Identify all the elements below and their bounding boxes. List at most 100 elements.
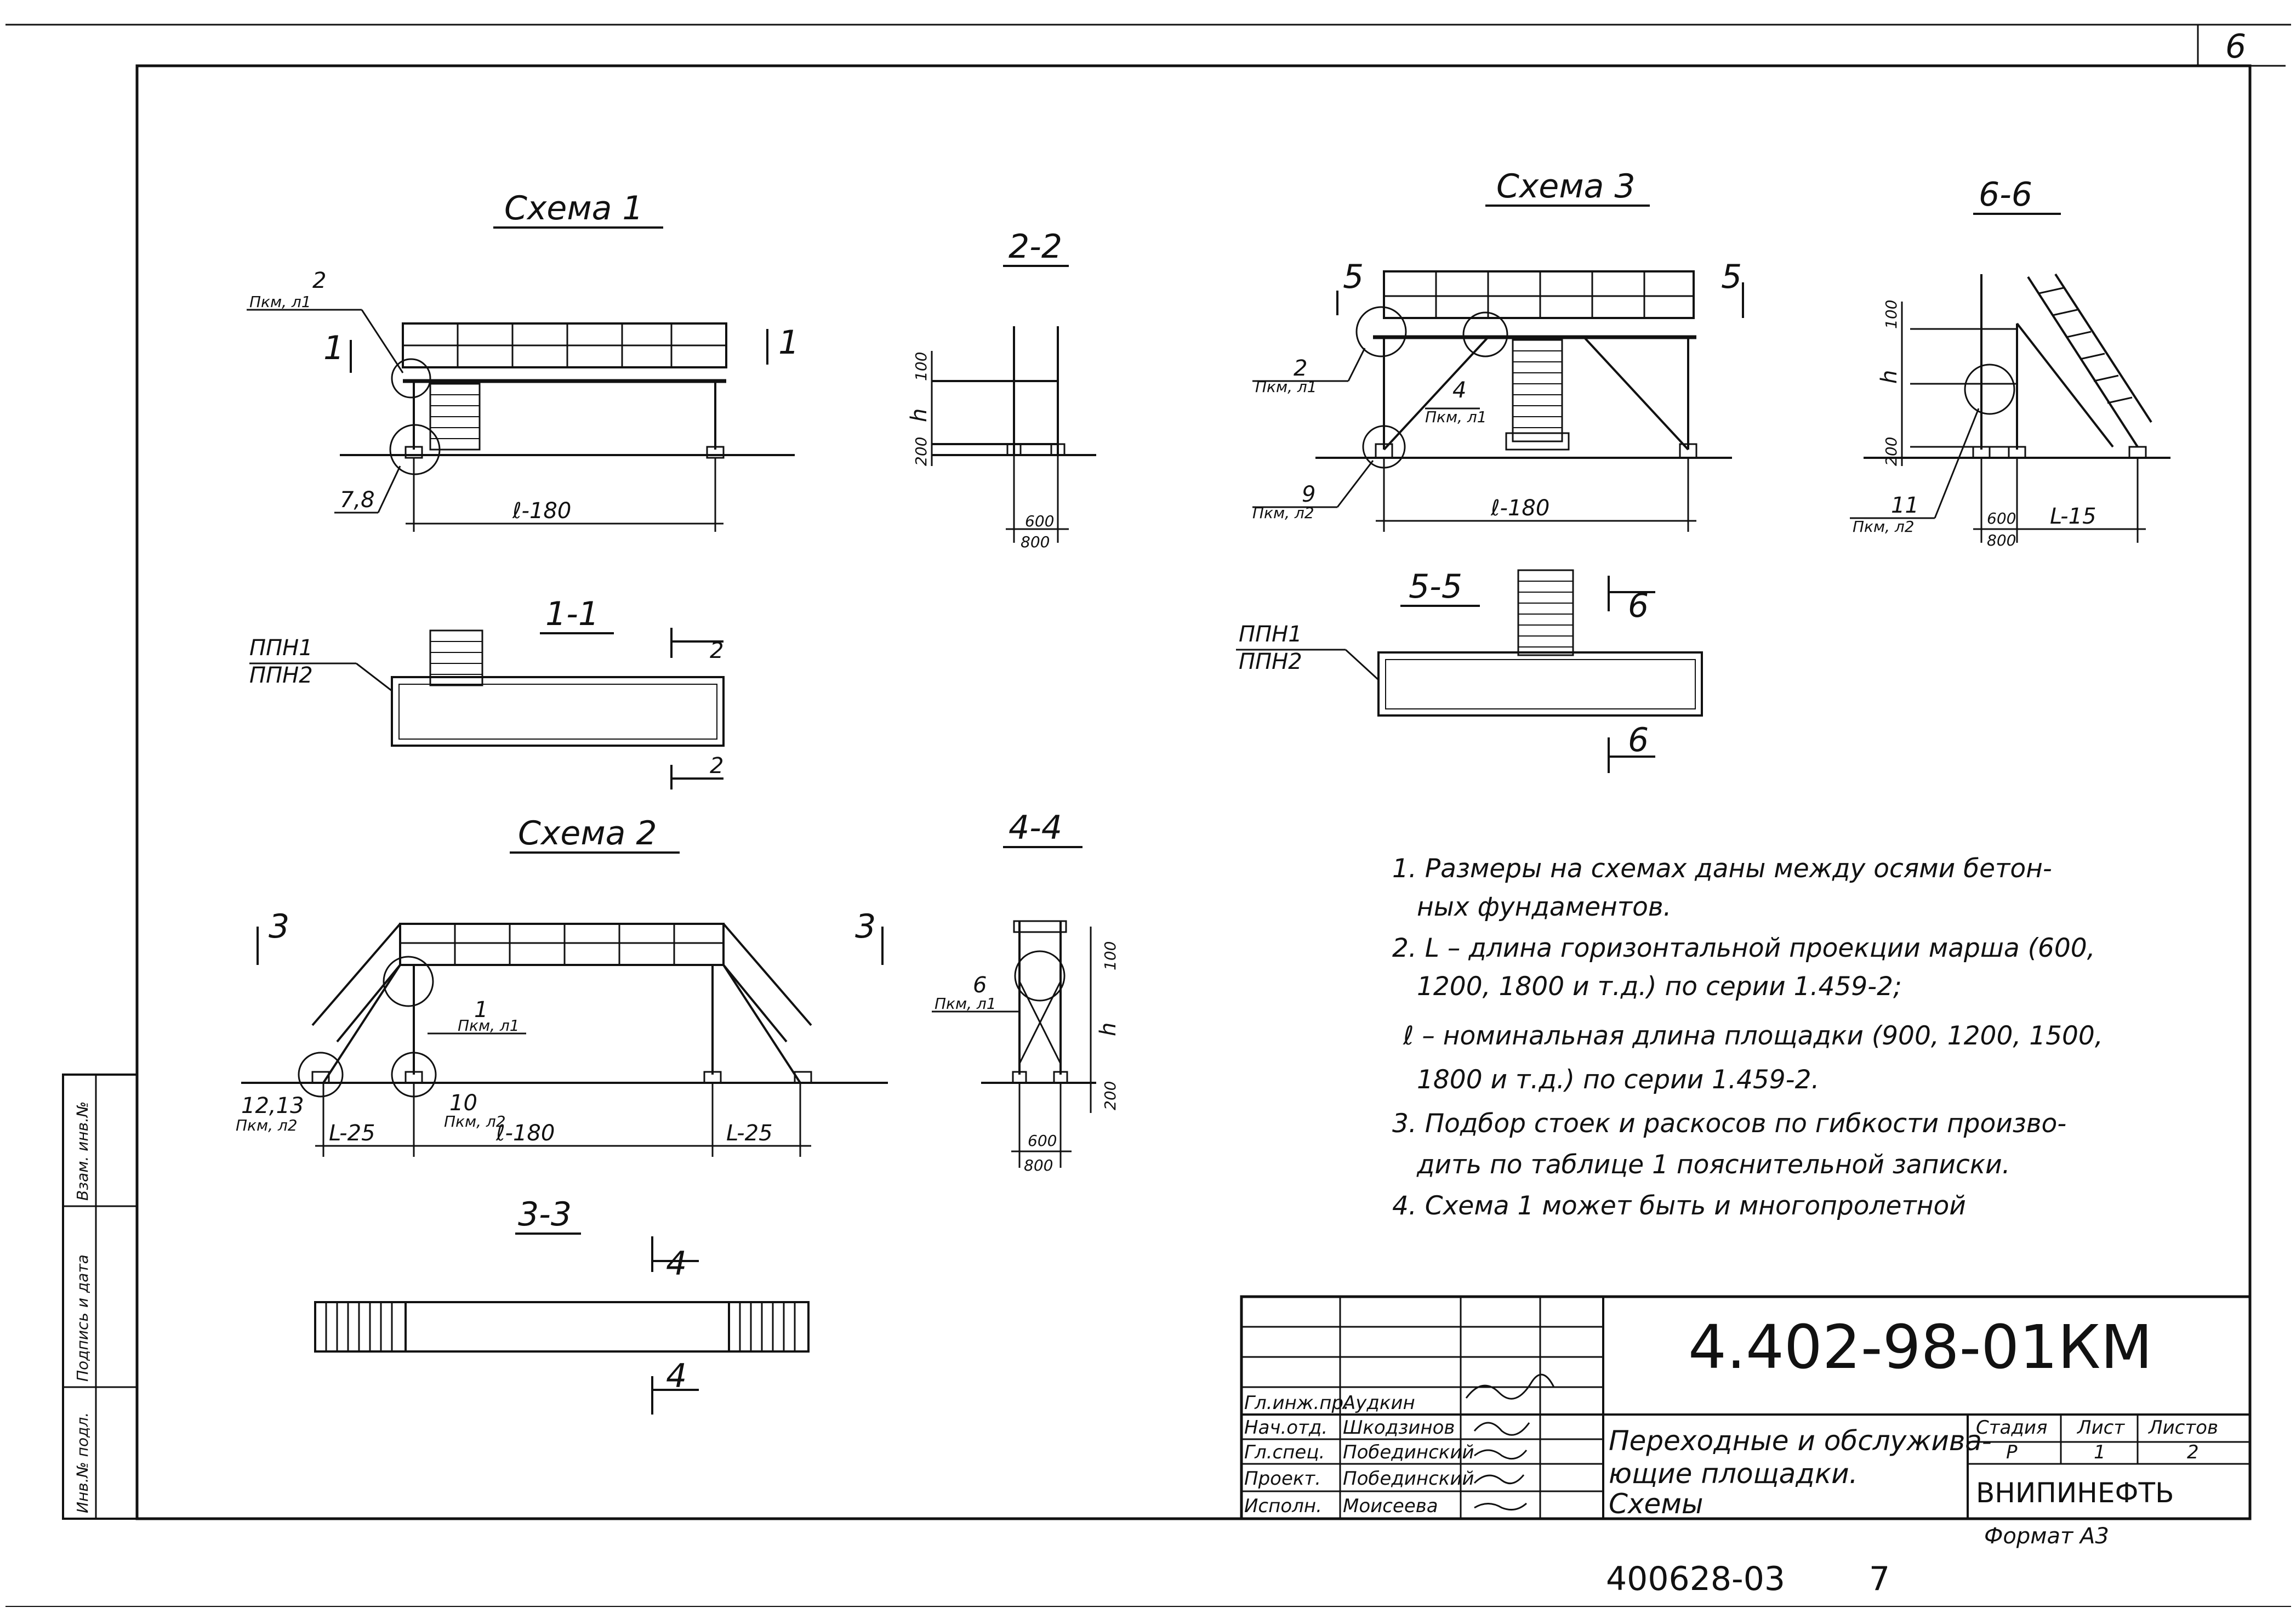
archive-number: 400628-03	[1606, 1560, 1785, 1598]
s1-dim-l180: ℓ-180	[512, 498, 571, 524]
note-line-8: дить по таблице 1 пояснительной записки.	[1416, 1150, 2010, 1180]
section-2-2-title: 2-2	[1009, 228, 1062, 266]
role-1: Гл.инж.пр.	[1244, 1392, 1349, 1414]
s2-cut-3-right: 3	[855, 907, 876, 946]
s2-ref-10-sheet: Пкм, л2	[444, 1112, 506, 1131]
s55-ppn1: ППН1	[1239, 622, 1302, 647]
s33-cut-4-bottom: 4	[666, 1357, 687, 1395]
s11-ppn2: ППН2	[249, 663, 313, 688]
person-1: Аудкин	[1342, 1392, 1415, 1414]
s2-ref-1213-sheet: Пкм, л2	[236, 1116, 298, 1134]
section-4-4: 4-4 6 Пкм, л1 100 h 200 600 800	[932, 809, 1121, 1174]
sheet-frame	[135, 64, 2252, 1520]
s44-ref-6-sheet: Пкм, л1	[935, 995, 996, 1013]
s1-ref-2-sheet: Пкм, л1	[249, 293, 311, 311]
s66-dim-h: h	[1877, 370, 1902, 384]
title-line-2: ющие площадки.	[1609, 1458, 1858, 1490]
s44-dim-800: 800	[1024, 1156, 1053, 1174]
role-3: Гл.спец.	[1244, 1441, 1325, 1463]
stage-header: Стадия	[1976, 1417, 2047, 1439]
s66-dim-800: 800	[1987, 531, 2016, 549]
note-line-4: 1200, 1800 и т.д.) по серии 1.459-2;	[1417, 972, 1902, 1002]
note-line-3: 2. L – длина горизонтальной проекции мар…	[1392, 933, 2095, 963]
s2-cut-3-left: 3	[269, 907, 289, 946]
s11-ppn1: ППН1	[249, 635, 313, 661]
s2-dim-l25-left: L-25	[329, 1121, 375, 1146]
s3-ref-4-sheet: Пкм, л1	[1425, 408, 1487, 426]
section-4-4-title: 4-4	[1009, 809, 1062, 847]
section-1-1-title: 1-1	[545, 595, 599, 633]
s44-dim-600: 600	[1028, 1132, 1057, 1150]
role-4: Проект.	[1244, 1468, 1321, 1490]
person-2: Шкодзинов	[1343, 1417, 1455, 1439]
paper-format: Формат А3	[1984, 1524, 2109, 1549]
s55-ppn2: ППН2	[1239, 649, 1302, 674]
scheme-3-title: Схема 3	[1496, 167, 1636, 206]
section-6-6: 6-6 100 h 200 11 Пкм, л2 600 800	[1850, 175, 2170, 549]
s3-cut-5-right: 5	[1721, 258, 1742, 296]
s55-cut-6-top: 6	[1628, 587, 1649, 625]
s55-cut-6-bottom: 6	[1628, 721, 1649, 759]
section-2-2: 2-2 100 h 200 600 800	[907, 228, 1096, 551]
scheme-1-title: Схема 1	[504, 189, 643, 228]
signature-4	[1473, 1474, 1525, 1485]
s2-dim-l25-right: L-25	[726, 1121, 773, 1146]
stamp-replace: Взам. инв.№	[73, 1101, 92, 1201]
note-line-1: 1. Размеры на схемах даны между осями бе…	[1392, 854, 2052, 884]
s2-ref-10: 10	[449, 1091, 477, 1116]
s11-cut-2-top: 2	[710, 638, 723, 663]
drawing-code: 4.402-98-01КМ	[1688, 1312, 2152, 1382]
note-line-7: 3. Подбор стоек и раскосов по гибкости п…	[1392, 1109, 2066, 1139]
signature-5	[1474, 1502, 1528, 1511]
s66-dim-100: 100	[1882, 300, 1900, 329]
s1-cut-1-left: 1	[323, 329, 344, 367]
s22-dim-h: h	[907, 408, 932, 422]
section-1-1: 1-1 ППН1 ППН2 2 2	[249, 595, 725, 790]
person-3: Побединский	[1343, 1441, 1474, 1463]
sheet-header: Лист	[2076, 1417, 2125, 1439]
s66-ref-11-sheet: Пкм, л2	[1853, 518, 1915, 536]
s2-dim-l180: ℓ-180	[495, 1121, 555, 1146]
role-5: Исполн.	[1244, 1495, 1322, 1517]
s2-ref-1-sheet: Пкм, л1	[458, 1016, 520, 1035]
title-line-1: Переходные и обслужива-	[1609, 1425, 1992, 1457]
person-5: Моисеева	[1343, 1495, 1438, 1517]
signature-3	[1474, 1449, 1528, 1460]
s2-ref-1213: 12,13	[241, 1093, 304, 1118]
side-stamp: Инв.№ подл. Подпись и дата Взам. инв.№	[62, 1074, 138, 1520]
sheet-value: 1	[2094, 1441, 2106, 1463]
sheet-number: 6	[2225, 27, 2246, 66]
sheets-header: Листов	[2147, 1417, 2218, 1439]
s44-dim-100: 100	[1101, 941, 1119, 970]
s3-cut-5-left: 5	[1343, 258, 1364, 296]
s44-ref-6: 6	[973, 973, 987, 998]
s1-ref-2: 2	[312, 268, 326, 293]
scheme-2: Схема 2 1 Пкм, л1 10 Пкм, л2 12,13 Пкм, …	[236, 814, 888, 1157]
s22-dim-600: 600	[1025, 512, 1054, 530]
s22-dim-800: 800	[1021, 533, 1050, 551]
s66-ref-11: 11	[1891, 493, 1919, 518]
scheme-1: Схема 1 ℓ-180 2 Пкм, л1 7,8 1	[247, 189, 799, 532]
s66-dim-600: 600	[1987, 509, 2016, 527]
s3-ref-9: 9	[1302, 482, 1315, 507]
s3-ref-4: 4	[1452, 378, 1466, 403]
sheets-value: 2	[2187, 1441, 2199, 1463]
signature-1	[1465, 1373, 1555, 1400]
person-4: Побединский	[1343, 1468, 1474, 1490]
s3-ref-2: 2	[1294, 356, 1307, 381]
s22-dim-200: 200	[912, 437, 930, 466]
s11-cut-2-bottom: 2	[710, 753, 723, 779]
note-line-5: ℓ – номинальная длина площадки (900, 120…	[1403, 1021, 2103, 1051]
s3-dim-l180: ℓ-180	[1490, 496, 1549, 521]
s66-dim-200: 200	[1882, 437, 1900, 466]
scheme-3: Схема 3 2 Пкм, л1 4 Пкм, л1	[1252, 167, 1744, 532]
note-line-9: 4. Схема 1 может быть и многопролетной	[1392, 1191, 1966, 1221]
s44-dim-200: 200	[1101, 1081, 1119, 1110]
notes: 1. Размеры на схемах даны между осями бе…	[1392, 854, 2103, 1221]
archive-page: 7	[1869, 1560, 1890, 1598]
stage-value: Р	[2006, 1441, 2018, 1463]
section-3-3-title: 3-3	[518, 1195, 572, 1234]
section-5-5: 5-5 ППН1 ППН2 6 6	[1236, 567, 1703, 773]
section-3-3: 3-3 4 4	[314, 1195, 810, 1415]
s44-dim-h: h	[1096, 1023, 1121, 1036]
